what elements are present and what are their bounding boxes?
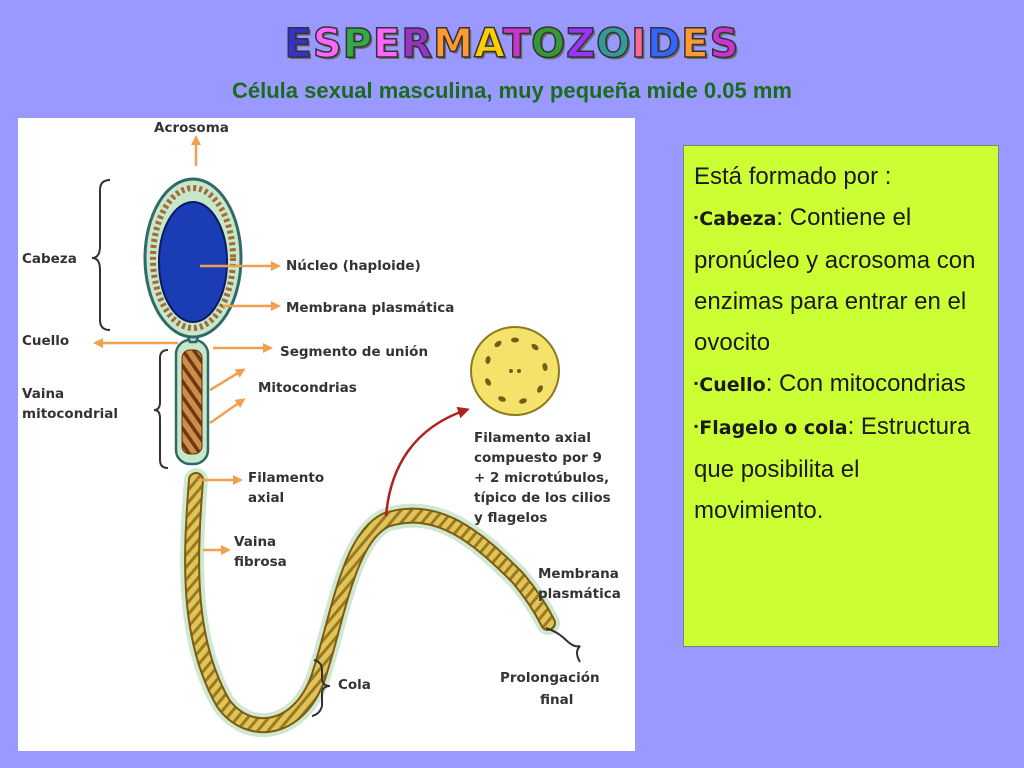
info-cabeza-text: : Contiene el pronúcleo y acrosoma con e… xyxy=(694,204,976,356)
label-segmento: Segmento de unión xyxy=(280,344,429,360)
label-arrows xyxy=(93,135,281,555)
title-letter: E xyxy=(372,20,402,68)
title-letter: D xyxy=(646,20,682,68)
label-filamento-axial-4: típico de los cilios xyxy=(474,490,611,506)
bullet-icon: ▪ xyxy=(694,419,699,433)
label-membrana-plasmatica-head: Membrana plasmática xyxy=(286,300,455,316)
sperm-diagram: Acrosoma Cabeza Núcleo (haploide) Membra… xyxy=(18,118,635,751)
label-braces xyxy=(91,179,581,717)
title-letter: S xyxy=(709,20,740,68)
title-letter: E xyxy=(681,20,710,68)
label-cuello: Cuello xyxy=(22,333,70,349)
title-letter: A xyxy=(473,20,503,68)
axoneme-cross-section xyxy=(470,326,560,416)
label-prolongacion-1: Prolongación xyxy=(500,670,600,686)
info-flagelo-text: : Estructura que posibilita el movimient… xyxy=(694,413,971,524)
info-flagelo: ▪Flagelo o cola: Estructura que posibili… xyxy=(694,406,990,531)
label-nucleo: Núcleo (haploide) xyxy=(286,258,421,274)
label-filamento-axial-1: Filamento axial xyxy=(474,430,592,446)
label-cabeza: Cabeza xyxy=(22,251,77,267)
label-vaina-mitocondrial-1: Vaina xyxy=(22,386,65,402)
label-filamento-2: axial xyxy=(248,490,285,506)
title-letter: E xyxy=(284,20,313,68)
slide-title: ESPERMATOZOIDES xyxy=(0,18,1024,70)
title-letter: O xyxy=(595,20,632,68)
title-letter: O xyxy=(530,20,567,68)
sperm-illustration xyxy=(91,135,581,738)
title-letter: S xyxy=(312,20,343,68)
title-letter: T xyxy=(502,20,532,68)
label-vaina-fibrosa-2: fibrosa xyxy=(234,554,287,570)
label-filamento-axial-2: compuesto por 9 xyxy=(474,450,602,466)
cross-section-pointer xyxy=(384,406,470,517)
label-membrana-plasmatica-tail-2: plasmática xyxy=(538,586,621,602)
bullet-icon: ▪ xyxy=(694,210,699,224)
title-letter: I xyxy=(630,20,648,68)
info-cuello-text: : Con mitocondrias xyxy=(765,370,966,397)
label-filamento-axial-3: + 2 microtúbulos, xyxy=(474,470,610,486)
label-vaina-fibrosa-1: Vaina xyxy=(234,534,277,550)
sperm-head xyxy=(143,177,243,339)
info-flagelo-key: Flagelo o cola xyxy=(699,417,848,439)
label-vaina-mitocondrial-2: mitocondrial xyxy=(22,406,118,422)
label-mitocondrias: Mitocondrias xyxy=(258,380,357,396)
title-letter: P xyxy=(342,20,374,68)
title-letter: Z xyxy=(565,20,597,68)
tail-flagellum xyxy=(180,468,560,738)
title-letter: M xyxy=(432,20,474,68)
label-membrana-plasmatica-tail-1: Membrana xyxy=(538,566,619,582)
label-filamento-1: Filamento xyxy=(248,470,325,486)
title-letter: R xyxy=(401,20,434,68)
info-intro: Está formado por : xyxy=(694,163,892,190)
info-cuello: ▪Cuello: Con mitocondrias xyxy=(694,363,990,406)
label-acrosoma: Acrosoma xyxy=(154,120,229,136)
label-filamento-axial-5: y flagelos xyxy=(474,510,548,526)
info-box: Está formado por : ▪Cabeza: Contiene el … xyxy=(683,145,999,647)
info-cabeza: ▪Cabeza: Contiene el pronúcleo y acrosom… xyxy=(694,197,990,363)
label-cola: Cola xyxy=(338,677,371,693)
info-cabeza-key: Cabeza xyxy=(699,208,777,230)
midpiece xyxy=(174,338,210,466)
bullet-icon: ▪ xyxy=(694,376,699,390)
label-prolongacion-2: final xyxy=(540,692,574,708)
slide-subtitle: Célula sexual masculina, muy pequeña mid… xyxy=(231,78,792,103)
info-cuello-key: Cuello xyxy=(699,374,766,396)
